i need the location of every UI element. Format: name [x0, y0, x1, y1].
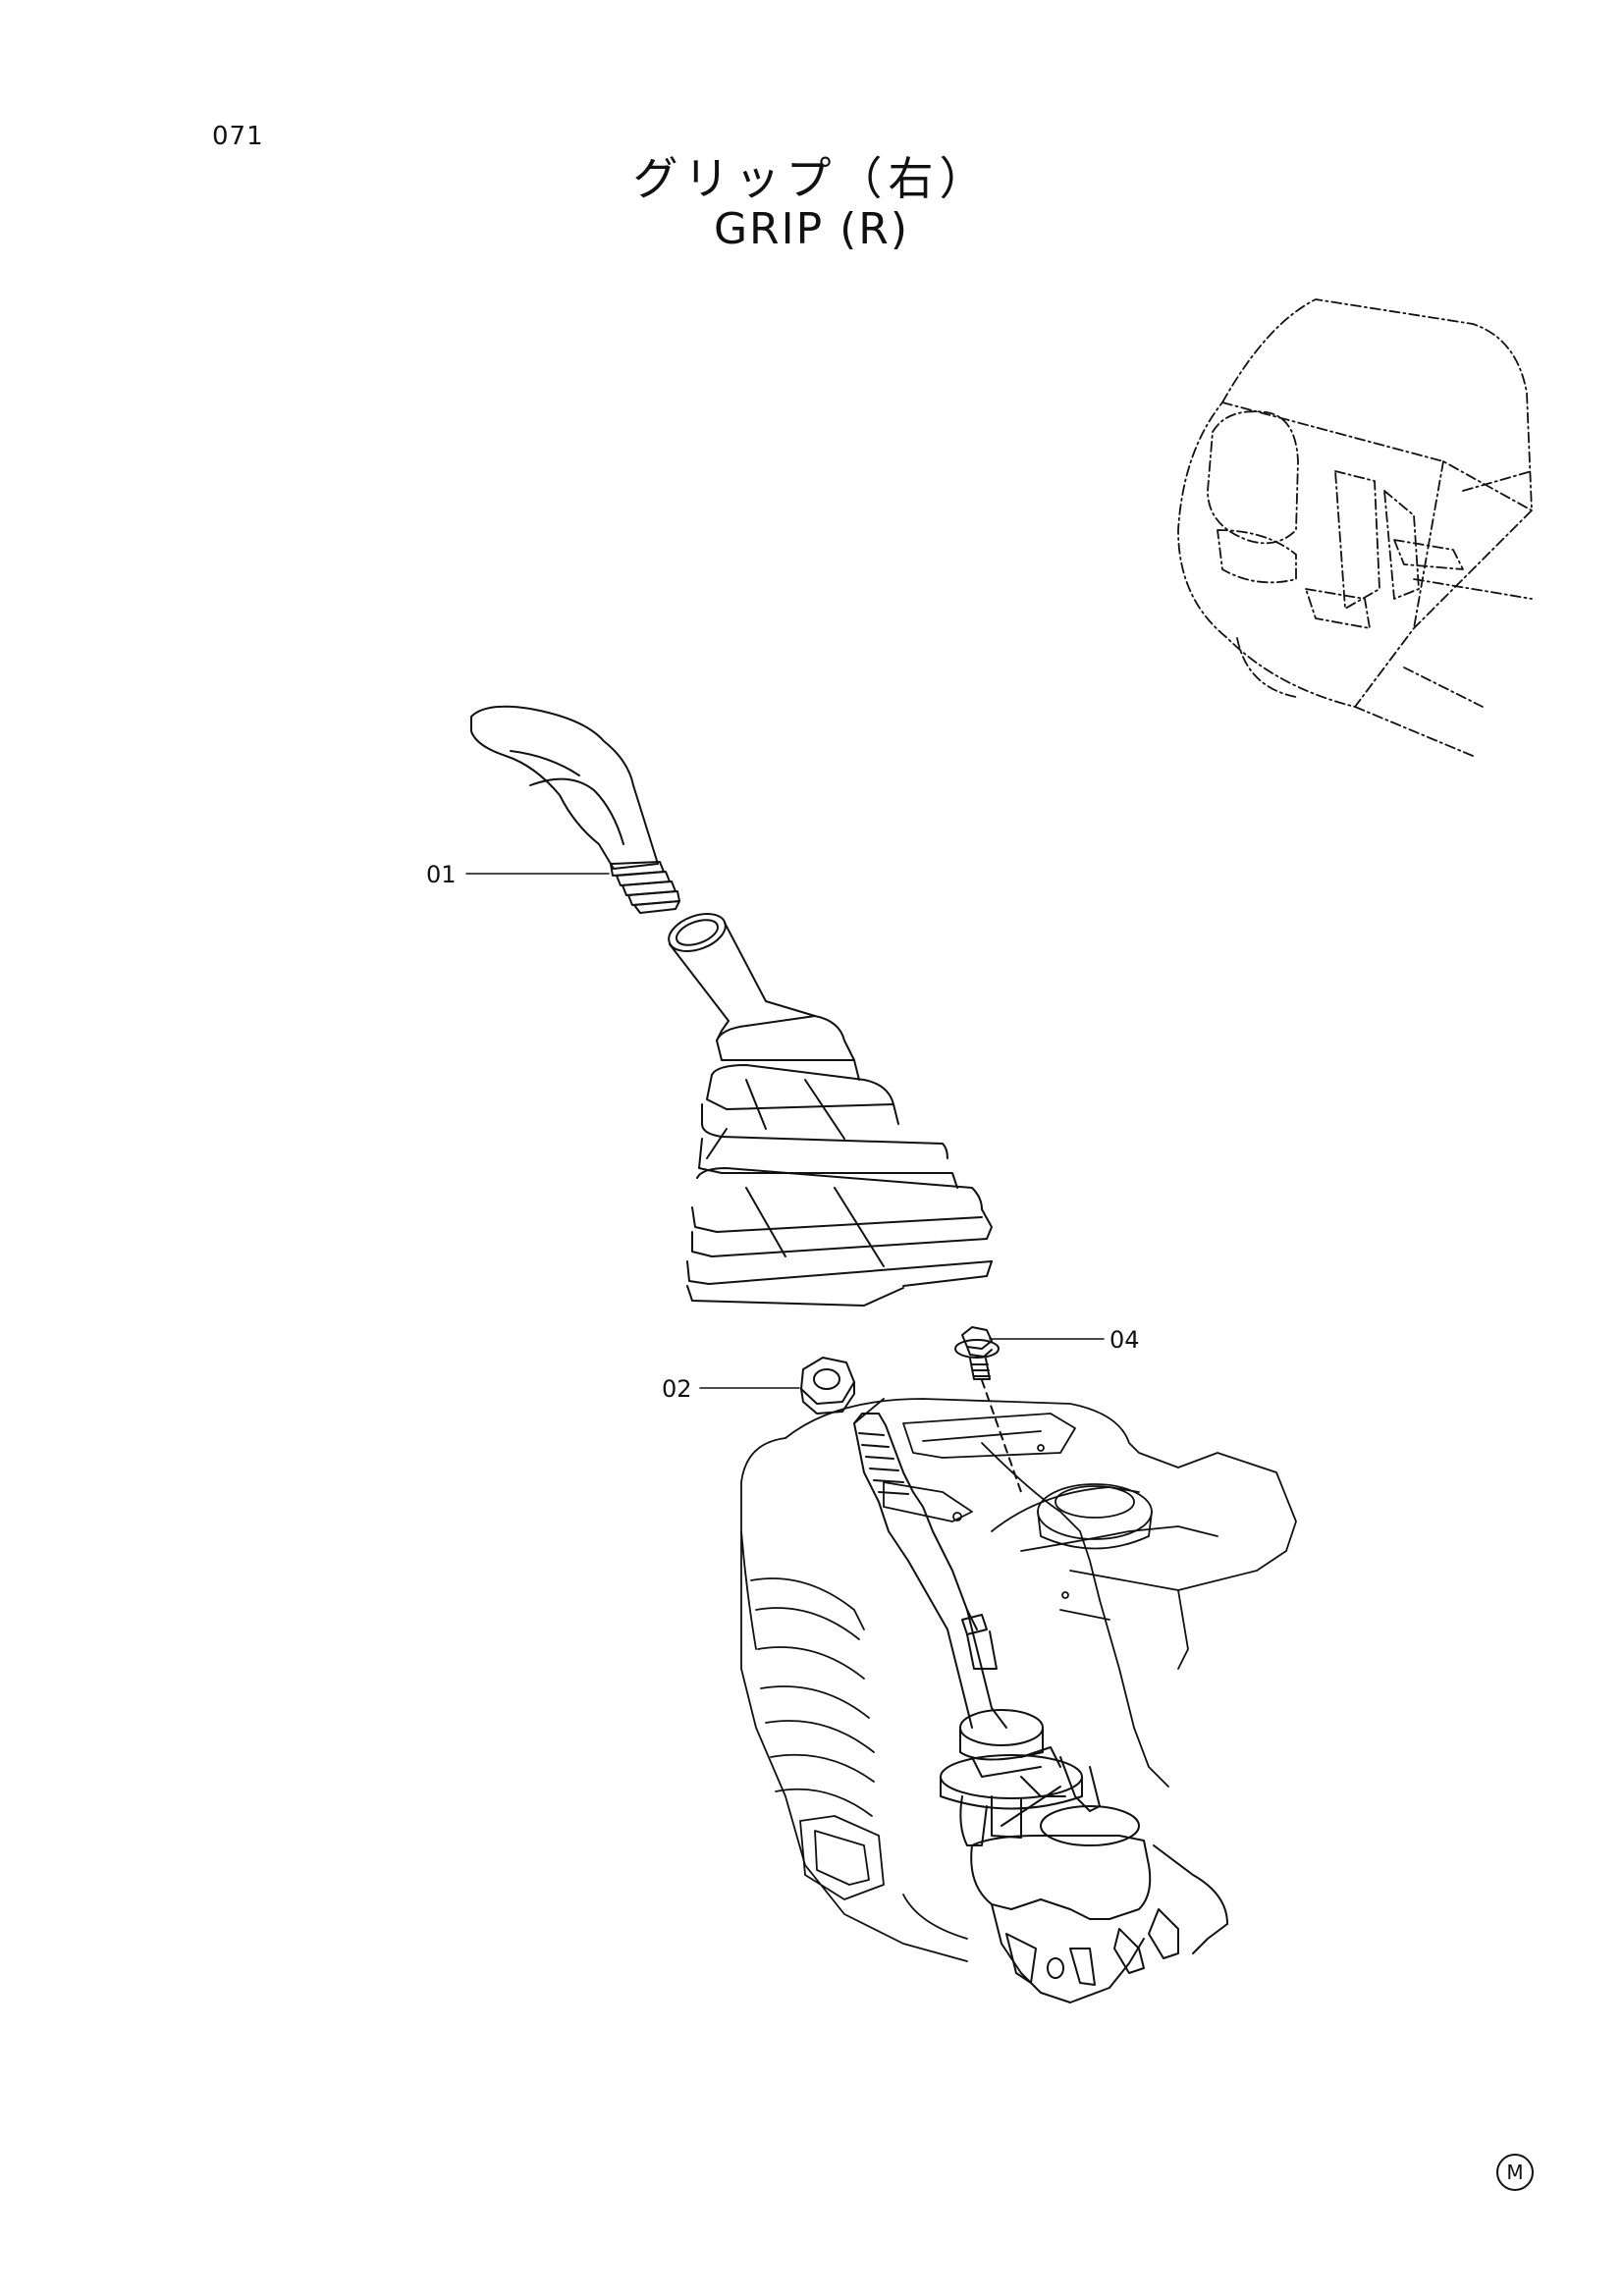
grip-handle — [470, 705, 680, 914]
pilot-valve — [853, 1413, 1228, 2003]
title-english: GRIP (R) — [713, 204, 910, 254]
rubber-boot — [668, 913, 993, 1307]
leader-lines — [465, 873, 1105, 1389]
callout-02: 02 — [662, 1375, 692, 1403]
callout-04: 04 — [1109, 1326, 1140, 1354]
callout-01: 01 — [426, 861, 457, 888]
maker-mark: M — [1496, 2154, 1534, 2191]
hex-nut — [800, 1357, 855, 1415]
page-number: 071 — [212, 122, 264, 151]
cab-location-inset — [1177, 298, 1533, 757]
title-japanese: グリップ（右） — [632, 152, 991, 205]
flange-bolt — [954, 1326, 1022, 1493]
callout-labels: 01 02 04 — [426, 861, 1140, 1403]
control-console — [740, 1398, 1297, 1962]
